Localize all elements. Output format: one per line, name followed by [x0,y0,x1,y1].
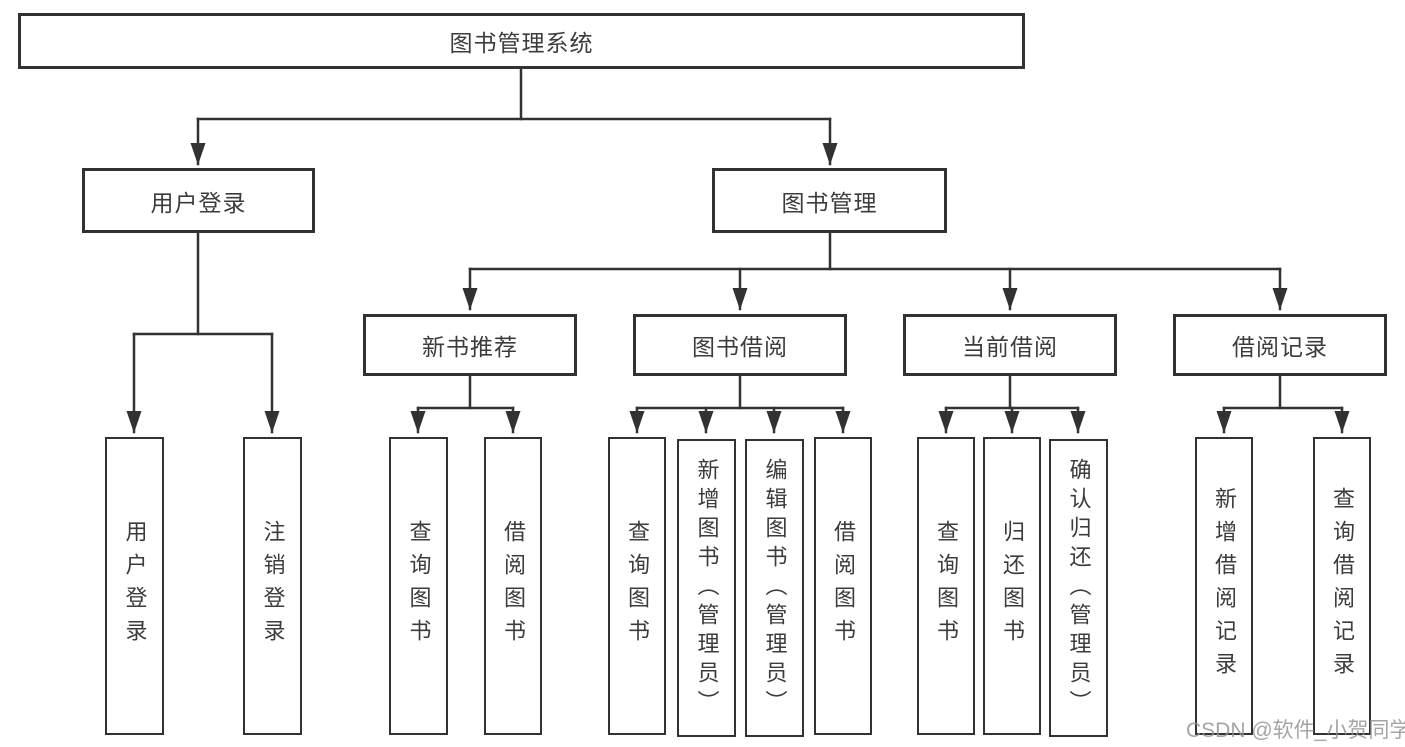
leaf-borrow-books-borrowing: 借阅图书 [814,437,872,735]
leaf-return-books: 归还图书 [983,437,1041,735]
leaf-edit-books-admin: 编辑图书（管理员） [745,439,804,737]
node-user-login-module: 用户登录 [82,168,315,233]
leaf-logout: 注销登录 [243,437,302,735]
node-book-borrowing: 图书借阅 [633,314,847,376]
leaf-query-books-recommend: 查询图书 [389,437,448,735]
leaf-query-borrowing-record: 查询借阅记录 [1313,437,1371,735]
leaf-confirm-return-admin: 确认归还（管理员） [1049,439,1108,737]
node-new-book-recommendation: 新书推荐 [363,314,577,376]
leaf-borrow-books-recommend: 借阅图书 [484,437,542,735]
node-book-management-module: 图书管理 [712,168,947,233]
leaf-add-borrowing-record: 新增借阅记录 [1195,437,1253,735]
leaf-add-books-admin: 新增图书（管理员） [677,439,736,737]
leaf-query-books-borrowing: 查询图书 [608,437,666,735]
leaf-query-books-current: 查询图书 [917,437,975,735]
node-borrowing-records: 借阅记录 [1173,314,1387,376]
node-current-borrowing: 当前借阅 [903,314,1117,376]
leaf-user-login: 用户登录 [105,437,164,735]
node-library-management-system: 图书管理系统 [18,13,1025,69]
watermark-text: CSDN @软件_小贺同学 [1186,719,1405,742]
